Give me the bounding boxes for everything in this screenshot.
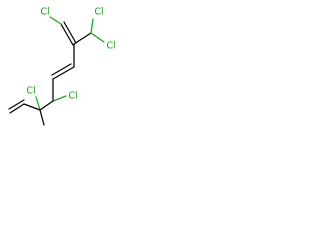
bond-c5-c6 xyxy=(39,100,54,111)
bond-c7-c8-double xyxy=(8,99,25,110)
bond-c5-cl xyxy=(52,95,67,102)
atom-cl-dichloromethyl-top: Cl xyxy=(94,7,103,18)
atom-cl-secondary: Cl xyxy=(68,91,77,102)
bond-c6-cl xyxy=(35,96,41,111)
bond-c1-c2-double xyxy=(63,21,77,44)
molecule-structure: Cl Cl Cl Cl Cl xyxy=(8,7,116,126)
bond-c6-methyl xyxy=(39,109,45,126)
atom-cl-dichloromethyl-right: Cl xyxy=(106,41,115,52)
bond-c1-c2 xyxy=(60,23,74,46)
bond-c3-c4 xyxy=(52,66,75,80)
bond-c6-c7 xyxy=(23,103,41,111)
bond-c1-cl xyxy=(49,16,62,25)
bond-chcl2-cl-right xyxy=(90,32,105,43)
atom-cl-vinyl: Cl xyxy=(40,7,49,18)
atom-cl-quaternary: Cl xyxy=(26,86,35,97)
bond-c3-c4-double xyxy=(51,63,72,76)
bond-c2-chcl2 xyxy=(73,32,92,45)
bond-c7-c8 xyxy=(9,103,25,114)
bond-chcl2-cl-top xyxy=(90,18,94,34)
